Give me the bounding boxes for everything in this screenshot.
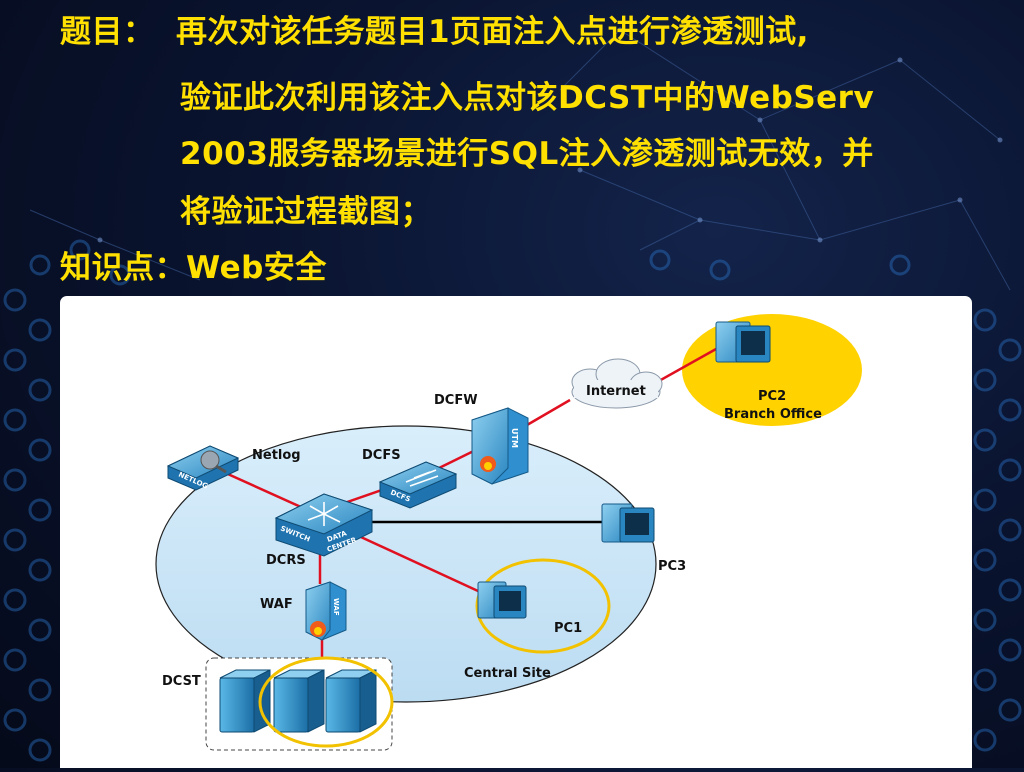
title-line-1: 再次对该任务题目1页面注入点进行渗透测试, xyxy=(176,14,809,50)
network-diagram-panel: Internet PC2 Branch Office UTM DCFW NETL… xyxy=(60,296,972,768)
label-netlog: Netlog xyxy=(252,448,301,463)
label-internet: Internet xyxy=(586,384,646,399)
label-dcrs: DCRS xyxy=(266,553,306,568)
title-line-4: 将验证过程截图； xyxy=(180,194,432,230)
label-dcfs: DCFS xyxy=(362,448,401,463)
title-line-2: 验证此次利用该注入点对该DCST中的WebServ xyxy=(180,80,875,116)
dcrs-core-switch-icon xyxy=(274,493,374,557)
netlog-device-icon xyxy=(166,445,240,491)
label-central-site: Central Site xyxy=(464,666,551,681)
waf-firewall-icon xyxy=(305,581,347,641)
dcfw-firewall-icon xyxy=(471,407,529,485)
dcfw-utm-text: UTM xyxy=(510,428,519,448)
dcst-server-1-icon xyxy=(219,669,271,733)
label-dcfw: DCFW xyxy=(434,393,478,408)
dcst-webserver-highlight-ring xyxy=(258,656,394,748)
waf-box-text: WAF xyxy=(332,598,340,616)
link-dcrs-pc1 xyxy=(349,530,479,593)
dcst-server-2-icon xyxy=(273,669,325,733)
label-waf: WAF xyxy=(260,597,293,612)
label-pc2: PC2 xyxy=(758,389,786,404)
pc1-highlight-ring xyxy=(475,558,611,654)
dcfs-device-icon xyxy=(378,461,458,509)
network-topology-diagram: Internet PC2 Branch Office UTM DCFW NETL… xyxy=(155,314,862,751)
link-internet-pc2 xyxy=(649,342,726,388)
internet-cloud-icon xyxy=(571,358,663,409)
label-dcst: DCST xyxy=(162,674,201,689)
title-prefix: 题目： xyxy=(60,14,155,50)
pc1-computer-icon xyxy=(477,581,527,619)
label-pc1: PC1 xyxy=(554,621,582,636)
central-site-area xyxy=(155,425,657,703)
dcst-server-3-icon xyxy=(325,669,377,733)
label-branch-office: Branch Office xyxy=(724,407,822,422)
knowledge-point: 知识点：Web安全 xyxy=(60,250,327,286)
label-pc3: PC3 xyxy=(658,559,686,574)
title-line-3: 2003服务器场景进行SQL注入渗透测试无效，并 xyxy=(180,136,874,172)
pc3-computer-icon xyxy=(601,503,655,543)
pc2-computer-icon xyxy=(715,321,771,363)
